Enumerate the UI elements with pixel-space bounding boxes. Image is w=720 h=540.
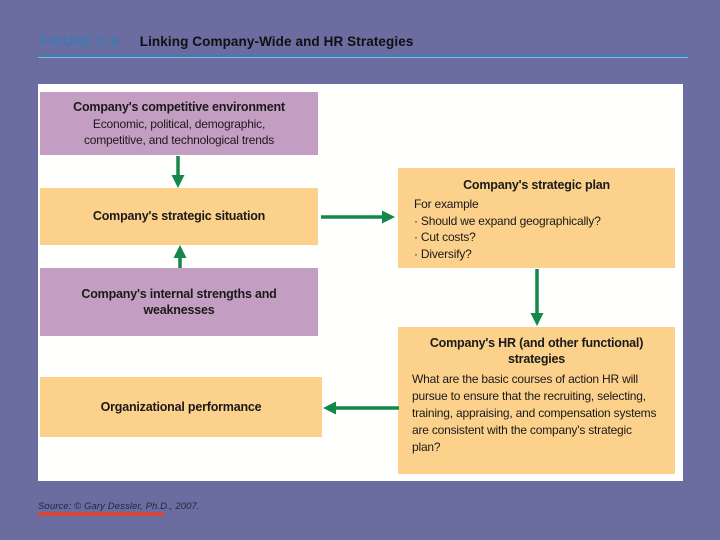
source-text: Source: © Gary Dessler, Ph.D., 2007. [38,501,200,512]
arrow-situation-to-plan [321,210,395,224]
source-credit: Source: © Gary Dessler, Ph.D., 2007. [38,501,200,516]
slide-header: FIGURE 3–6 Linking Company-Wide and HR S… [40,33,688,51]
box-body: What are the basic courses of action HR … [412,371,657,454]
arrow-strengths-to-situation [173,245,187,268]
box-title: Organizational performance [100,399,262,414]
box-title: Company's competitive environment [73,99,285,114]
box-internal-strengths: Company's internal strengths and weaknes… [40,268,318,336]
arrow-plan-to-hr [530,269,544,326]
box-title: Company's internal strengths and weaknes… [81,286,277,317]
box-body: Economic, political, demographic, compet… [83,117,275,147]
plan-intro: For example [414,197,479,212]
box-competitive-environment: Company's competitive environment Econom… [40,92,318,155]
box-title: Company's HR (and other functional) stra… [429,336,644,367]
plan-bullet: · Cut costs? [414,230,476,245]
box-strategic-situation: Company's strategic situation [40,188,318,245]
figure-label: FIGURE 3–6 [40,34,120,49]
arrow-hr-to-performance [323,401,399,415]
plan-bullet: · Should we expand geographically? [414,213,601,228]
plan-bullet: · Diversify? [414,246,472,261]
arrow-environment-to-situation [171,156,185,188]
box-hr-strategies: Company's HR (and other functional) stra… [398,327,675,474]
title-underline [38,55,688,58]
box-strategic-plan: Company's strategic plan For example · S… [398,168,675,268]
box-title: Company's strategic situation [92,209,266,224]
box-title: Company's strategic plan [463,178,610,192]
box-organizational-performance: Organizational performance [40,377,322,437]
page-title: Linking Company-Wide and HR Strategies [139,34,414,49]
source-red-underline [38,512,164,516]
diagram-panel: Company's competitive environment Econom… [38,84,683,481]
